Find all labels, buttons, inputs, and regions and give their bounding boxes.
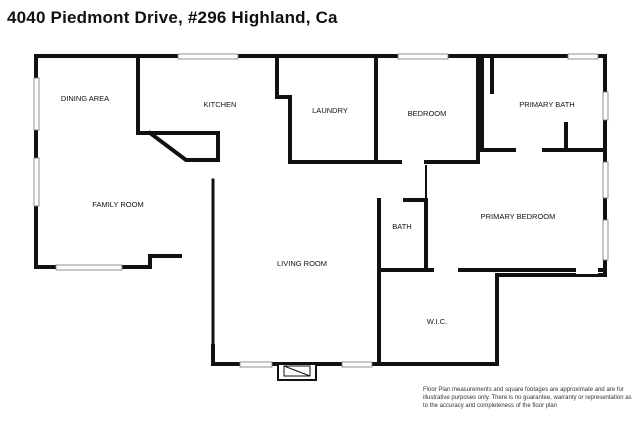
room-label-living-room: LIVING ROOM [277, 259, 327, 268]
room-label-bedroom: BEDROOM [408, 109, 447, 118]
door-openings [402, 146, 598, 274]
room-label-dining-area: DINING AREA [61, 94, 109, 103]
room-label-bath: BATH [392, 222, 411, 231]
disclaimer-text: Floor Plan measurements and square foota… [423, 387, 632, 409]
interior-walls [136, 54, 607, 366]
room-label-wic: W.I.C. [427, 317, 447, 326]
windows [33, 53, 609, 368]
fireplace [277, 363, 317, 381]
room-label-primary-bath: PRIMARY BATH [519, 100, 574, 109]
room-label-kitchen: KITCHEN [204, 100, 237, 109]
plan-title: 4040 Piedmont Drive, #296 Highland, Ca [7, 8, 338, 27]
room-label-primary-bedroom: PRIMARY BEDROOM [481, 212, 556, 221]
room-label-laundry: LAUNDRY [312, 106, 348, 115]
room-label-family-room: FAMILY ROOM [92, 200, 143, 209]
